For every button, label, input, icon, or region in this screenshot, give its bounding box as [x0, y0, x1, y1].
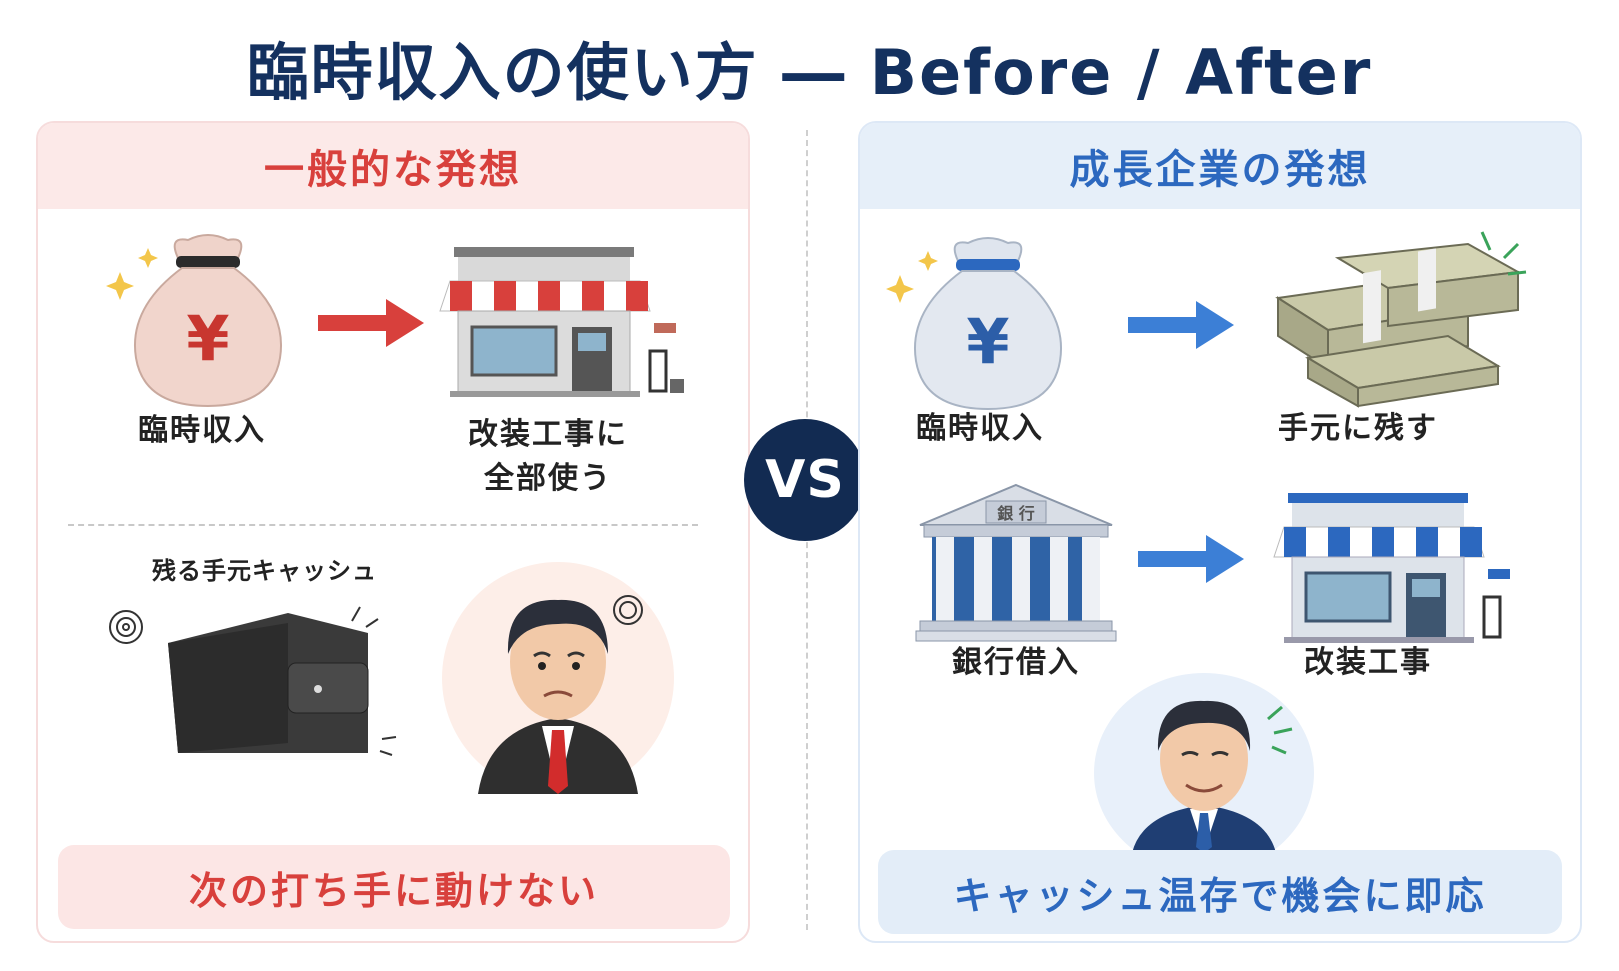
yen-symbol: ¥ — [966, 305, 1009, 378]
right-conclusion-banner: キャッシュ温存で機会に即応 — [878, 850, 1562, 934]
right-income-label: 臨時収入 — [916, 411, 1044, 446]
right-panel-header: 成長企業の発想 — [860, 123, 1580, 209]
arrow-right-icon — [1138, 535, 1244, 583]
bank-icon: 銀 行 — [915, 483, 1117, 642]
renovation-label-line1: 改装工事に — [468, 417, 628, 452]
arrow-right-icon — [1128, 301, 1234, 349]
shop-icon — [1273, 493, 1510, 643]
money-bag-icon: ¥ — [106, 234, 282, 408]
cash-left-label: 残る手元キャッシュ — [152, 557, 377, 585]
bank-sign-text: 銀 行 — [997, 504, 1035, 523]
left-panel-header: 一般的な発想 — [38, 123, 748, 209]
right-panel-growth-thinking: 成長企業の発想 ¥ 臨時収入 手元に残す — [858, 121, 1582, 943]
page-title: 臨時収入の使い方 ― Before / After — [246, 36, 1373, 109]
bank-loan-label: 銀行借入 — [952, 645, 1080, 680]
happy-man-icon — [1094, 673, 1314, 873]
left-conclusion-banner: 次の打ち手に動けない — [58, 845, 730, 929]
empty-wallet-icon — [109, 606, 397, 756]
money-bag-icon: ¥ — [886, 237, 1062, 411]
yen-symbol: ¥ — [186, 302, 229, 375]
right-renovation-label: 改装工事 — [1304, 645, 1432, 680]
left-renovation-label: 改装工事に 全部使う — [458, 413, 638, 501]
left-section-divider — [68, 524, 698, 526]
worried-man-icon — [442, 562, 674, 794]
shop-icon — [439, 247, 684, 397]
left-panel-general-thinking: 一般的な発想 ¥ 臨時収入 改装工事に — [36, 121, 750, 943]
renovation-label-line2: 全部使う — [484, 461, 612, 496]
arrow-right-icon — [318, 299, 424, 347]
left-income-label: 臨時収入 — [138, 413, 266, 448]
keep-cash-label: 手元に残す — [1278, 411, 1438, 446]
cash-stack-icon — [1275, 231, 1527, 408]
vs-badge: VS — [744, 419, 866, 541]
